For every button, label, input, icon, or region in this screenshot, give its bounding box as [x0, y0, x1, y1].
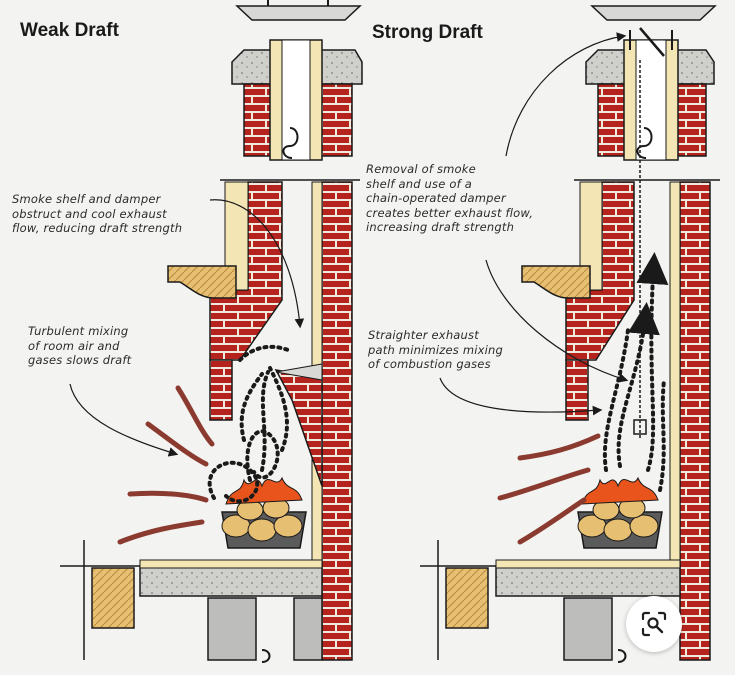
top-damper — [639, 27, 665, 57]
note-damper-strong: Removal of smoke shelf and use of a chai… — [366, 162, 533, 235]
room-air-arrows — [497, 433, 601, 545]
leader-chain-strong — [485, 259, 629, 383]
note-damper-weak: Smoke shelf and damper obstruct and cool… — [12, 192, 182, 236]
image-search-icon — [641, 611, 667, 637]
note-line: creates better exhaust flow, — [366, 205, 534, 220]
leader-path-strong — [439, 377, 603, 416]
weak-draft-panel — [60, 0, 363, 663]
exhaust-flow — [602, 252, 669, 492]
note-path-strong: Straighter exhaust path minimizes mixing… — [368, 328, 503, 372]
leader-mixing-weak — [69, 383, 179, 457]
chimney-wall-brick — [321, 181, 353, 661]
note-line: flow, reducing draft strength — [12, 221, 183, 235]
floor-joist — [91, 567, 135, 629]
leader-damper-strong — [505, 32, 627, 157]
note-line: Straighter exhaust — [368, 328, 479, 342]
leader-damper-weak — [209, 199, 305, 329]
chimney-cap — [235, 5, 362, 21]
foundation-block — [207, 597, 257, 661]
note-mixing-weak: Turbulent mixing of room air and gases s… — [28, 324, 131, 368]
image-search-button[interactable] — [626, 596, 682, 652]
room-air-arrows — [117, 385, 215, 545]
strong-draft-panel — [420, 5, 720, 663]
turbulent-flow — [207, 344, 290, 504]
note-line: Removal of smoke — [366, 162, 476, 176]
weak-draft-title: Weak Draft — [20, 20, 119, 41]
note-line: chain-operated damper — [366, 191, 506, 205]
chimney-wall-brick — [679, 181, 711, 661]
note-line: shelf and use of a — [366, 176, 472, 191]
floor-joist — [445, 567, 489, 629]
note-line: obstruct and cool exhaust — [12, 206, 167, 221]
note-line: increasing draft strength — [366, 220, 515, 234]
logs — [577, 497, 659, 542]
note-line: gases slows draft — [28, 353, 132, 367]
flames — [581, 476, 659, 505]
note-line: of combustion gases — [368, 357, 491, 371]
hearth-slab — [495, 565, 681, 597]
hearth-slab — [139, 565, 323, 597]
note-line: path minimizes mixing — [368, 342, 504, 357]
note-line: Turbulent mixing — [28, 324, 129, 338]
mantel — [521, 265, 591, 299]
note-line: Smoke shelf and damper — [12, 192, 161, 206]
note-line: of room air and — [28, 338, 120, 353]
flames — [225, 476, 303, 505]
logs — [221, 497, 303, 542]
foundation-block — [563, 597, 613, 661]
chimney-cap — [590, 5, 717, 21]
mantel — [167, 265, 237, 299]
strong-draft-title: Strong Draft — [372, 22, 483, 43]
